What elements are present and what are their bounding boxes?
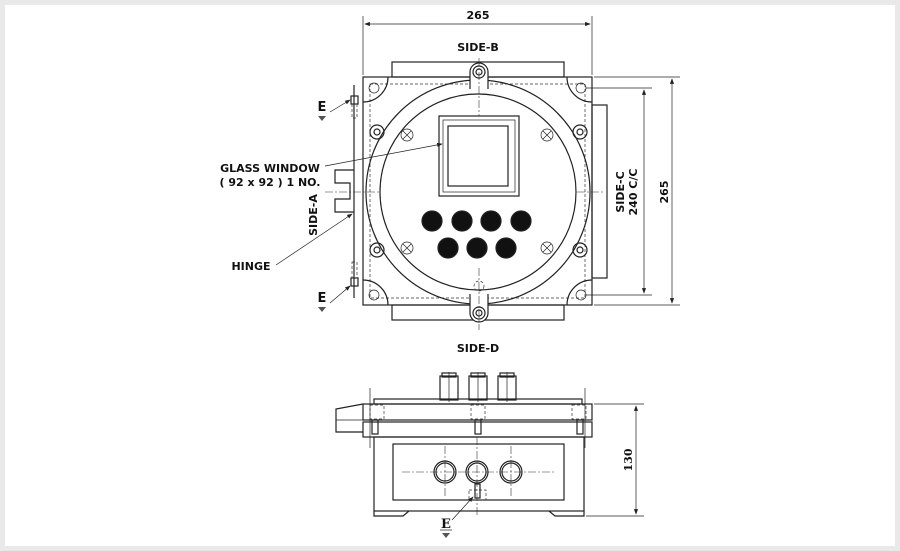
glass-window-frame bbox=[438, 115, 520, 197]
top-view: 265 SIDE-B SIDE-D bbox=[220, 9, 680, 355]
indicator-holes bbox=[421, 210, 532, 259]
side-c-label: SIDE-C bbox=[614, 171, 627, 212]
hinge-side bbox=[335, 403, 364, 433]
glass-window-label: GLASS WINDOW bbox=[220, 162, 320, 175]
side-a-label: SIDE-A bbox=[307, 194, 320, 236]
centers-dimension-label: 240 C/C bbox=[627, 169, 640, 216]
earth-bottom: E bbox=[318, 285, 351, 312]
svg-text:E: E bbox=[318, 100, 327, 115]
width-dimension: 265 bbox=[362, 9, 593, 75]
drawing-sheet bbox=[5, 5, 895, 546]
body-side bbox=[373, 436, 585, 512]
cover-side bbox=[362, 403, 593, 421]
gland-holes bbox=[433, 460, 523, 484]
svg-text:E: E bbox=[441, 517, 451, 532]
side-b-label: SIDE-B bbox=[457, 41, 499, 54]
earth-icon bbox=[442, 533, 450, 538]
body-flange-side bbox=[362, 421, 593, 438]
side-d-label: SIDE-D bbox=[457, 342, 499, 355]
cover-ring-inner bbox=[379, 93, 577, 291]
height-dimension-label: 265 bbox=[658, 181, 671, 204]
earth-icon bbox=[318, 307, 326, 312]
gland-plate bbox=[392, 443, 565, 501]
earth-icon bbox=[318, 116, 326, 121]
earth-top: E bbox=[318, 99, 351, 121]
svg-text:E: E bbox=[318, 291, 327, 306]
height-dimensions: 265 240 C/C SIDE-C bbox=[586, 76, 680, 306]
cover-screws bbox=[400, 128, 554, 255]
earth-side: E bbox=[440, 496, 474, 538]
glass-window-size-label: ( 92 x 92 ) 1 NO. bbox=[220, 176, 321, 189]
hinge-label: HINGE bbox=[231, 260, 270, 273]
glass-window bbox=[447, 125, 509, 187]
width-dimension-label: 265 bbox=[467, 9, 490, 22]
right-flange bbox=[591, 104, 608, 279]
feet bbox=[373, 510, 585, 517]
side-height-dimension-label: 130 bbox=[622, 448, 635, 471]
hinge-tab bbox=[334, 169, 354, 213]
side-view: 130 E bbox=[335, 372, 644, 538]
